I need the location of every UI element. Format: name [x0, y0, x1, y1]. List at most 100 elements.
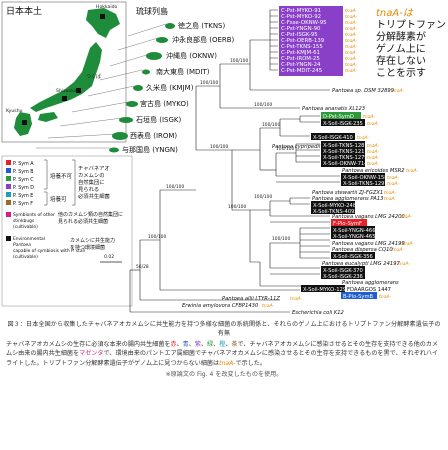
scale-bar-label: 0.02 — [104, 254, 114, 260]
caption-color-orange: 橙 — [219, 340, 226, 348]
tnaA-marker: tnaA- — [345, 56, 358, 62]
tnaA-marker: tnaA- — [345, 44, 358, 50]
shikoku-shape — [38, 112, 58, 122]
tnaA-marker: tnaA- — [367, 149, 380, 155]
legend-sym-e: P. Sym E — [13, 193, 33, 199]
island-irom: 西表島 (IROM) — [130, 131, 177, 140]
tnaA-marker: tnaA- — [367, 143, 380, 149]
tnaA-marker: tnaA- — [398, 261, 411, 267]
tnaA-note-line-2: トリプトファン — [376, 19, 446, 31]
tnaA-note-line-4: ゲノム上に — [376, 43, 426, 55]
tip-label: X-Soil-TKNS-1279 — [323, 155, 368, 161]
legend-sym-b: P. Sym B — [13, 169, 34, 175]
tnaA-note: tnaA-は トリプトファン 分解酵素が ゲノム上に 存在しない ことを示す — [376, 8, 446, 79]
tree-tip-labels: Pantoea sp. DSM 32899 tnaA- Pantoea anan… — [182, 88, 419, 316]
caption-color-red: 赤 — [170, 340, 177, 348]
tnaA-note-line-6: ことを示す — [376, 67, 426, 79]
caption-sep: 、 — [176, 340, 183, 348]
caption-text: で示した。 — [235, 359, 266, 367]
tip-label: X-Soil-YNGN-466 — [333, 228, 376, 234]
tip-label: C-Pst-TKNS-155 — [281, 44, 323, 50]
tnaA-marker: tnaA- — [262, 303, 275, 309]
tip-label: X-Soil-TKNS-1297 — [343, 181, 388, 187]
tip-label: Pantoea dispersa CQ10 — [332, 247, 393, 253]
legend-env-en-4: (cultivable) — [13, 254, 38, 260]
caption-text: で、チャバネアオカメムシに感染させるとその生存を支持できる他のカメムシ由来の腸内… — [6, 340, 438, 358]
tip-label: C-Pst-YNGN-24 — [281, 62, 321, 68]
tip-label: C-Pst-IROM-25 — [281, 56, 320, 62]
tip-label: X-Soil-OKNW-714 — [323, 161, 368, 167]
bootstrap-value: 100/100 — [254, 102, 272, 108]
tip-label: Pantoea allii LTYR-11Z — [222, 296, 280, 302]
tnaA-marker: tnaA- — [406, 168, 419, 174]
bootstrap-values: 100/100 100/100 100/100 100/100 100/100 … — [136, 58, 294, 270]
tip-label: C-Pst-MDIT-245 — [281, 68, 322, 74]
bootstrap-value: 100/100 — [276, 146, 294, 152]
caption-tnaA: tnaA- — [219, 359, 236, 367]
caption-sep: 、 — [188, 340, 195, 348]
tip-label: D-Pst-SymD — [323, 114, 354, 120]
place-tsukuba: つくば — [86, 73, 101, 80]
tip-label: X-Soil-TKNS-1211 — [323, 149, 368, 155]
tnaA-marker: tnaA- — [345, 8, 358, 14]
legend: P. Sym A P. Sym B P. Sym C P. Sym D P. S… — [1, 155, 133, 307]
tip-label: Pantoea ananatis XL123 — [302, 106, 365, 112]
tnaA-marker: tnaA- — [379, 294, 392, 300]
tip-label: X-Soil-ISGK-235 — [323, 121, 363, 127]
tip-label: Pantoea cypripedii LMG 2657 — [272, 144, 349, 150]
legend-cultivable: 培養可 — [50, 195, 67, 203]
tip-label: Pantoea stewartii ZJ-FGZX1 — [312, 190, 383, 196]
tnaA-marker: tnaA- — [345, 50, 358, 56]
tnaA-marker: tnaA- — [290, 296, 303, 302]
legend-other-en-3: (cultivable) — [13, 224, 38, 230]
figure-caption: 図３：日本全国から収集したチャバネアオカメムシに共生能力を持つ多様な細菌の系統関… — [6, 320, 442, 448]
bootstrap-value: 56/28 — [136, 264, 149, 270]
legend-sym-d: P. Sym D — [13, 185, 34, 191]
legend-other-en-1: Symbionts of other — [13, 212, 55, 218]
tip-label: X-Soil-ISGK-236 — [323, 274, 363, 280]
tnaA-marker: tnaA- — [345, 38, 358, 44]
tip-label: X-Soil-TKNS-1281 — [323, 143, 368, 149]
island-kmjm: 久米島 (KMJM) — [146, 83, 194, 92]
caption-body: チャバネアオカメムシの生存に必須な本来の腸内共生細菌を赤、青、紫、緑、橙、茶で、… — [6, 340, 442, 368]
tnaA-marker: tnaA- — [363, 114, 376, 120]
tnaA-marker: tnaA- — [367, 155, 380, 161]
tip-label: Pantoea sp. DSM 32899 — [332, 88, 394, 94]
bootstrap-value: 100/100 — [228, 204, 246, 210]
tree-top-labels: C-Pst-MYKO-91 C-Pst-MYKO-92 C-Fsse-OKNW-… — [279, 6, 358, 76]
island-yngn: 与那国島 (YNGN) — [122, 145, 178, 154]
bootstrap-value: 100/100 — [200, 80, 218, 86]
legend-env-en-3: capable of symbiosis with P. stali — [13, 248, 85, 254]
tnaA-marker: tnaA- — [357, 135, 370, 141]
tip-label: X-Soil-OKNW-1584 — [343, 175, 392, 181]
caption-color-green: 緑 — [207, 340, 214, 348]
legend-essential-4: 見られる — [78, 186, 99, 193]
tip-label: Pantoea agglomerans PA13 — [312, 196, 383, 202]
tnaA-marker: tnaA- — [345, 62, 358, 68]
tnaA-marker: tnaA- — [345, 32, 358, 38]
tnaA-marker: tnaA- — [387, 175, 400, 181]
place-hokkaido: Hokkaido — [96, 4, 118, 10]
tnaA-marker: tnaA- — [345, 14, 358, 20]
tnaA-marker: tnaA- — [402, 241, 415, 247]
tip-label: Pantoea eucalypti LMG 24197 — [322, 261, 400, 267]
tip-label: C-Pst-ISGK-95 — [281, 32, 318, 38]
tnaA-marker: tnaA- — [392, 247, 405, 253]
legend-env-jp-1: カメムシに共生能力 — [70, 237, 115, 244]
tip-label: X-Soil-YNGN-465 — [333, 234, 376, 240]
legend-env-en-2: Pantoea — [13, 242, 31, 248]
tip-label: X-Soil-MYKO-1290 — [303, 287, 349, 293]
caption-color-purple: 紫 — [194, 340, 201, 348]
phylogeny-figure: 日本本土 Hokkaido つくば Shizuoka Kyushu 琉球列島 — [1, 1, 446, 316]
bootstrap-value: 100/100 — [210, 144, 228, 150]
legend-other-jp-2: 見られる必須共生細菌 — [58, 218, 108, 225]
legend-sym-c: P. Sym C — [13, 177, 34, 183]
island-oerb: 沖永良部島 (OERB) — [172, 35, 235, 44]
tip-label: Escherichia coli K12 — [292, 310, 344, 316]
tnaA-marker: tnaA- — [345, 20, 358, 26]
tip-label: F-Plo-SymF — [333, 221, 362, 227]
legend-essential-3: 自然集団に — [78, 178, 105, 186]
tnaA-marker: tnaA- — [392, 88, 405, 94]
tip-label: C-Pst-OERB-139 — [281, 38, 325, 44]
tnaA-marker: tnaA- — [367, 121, 380, 127]
